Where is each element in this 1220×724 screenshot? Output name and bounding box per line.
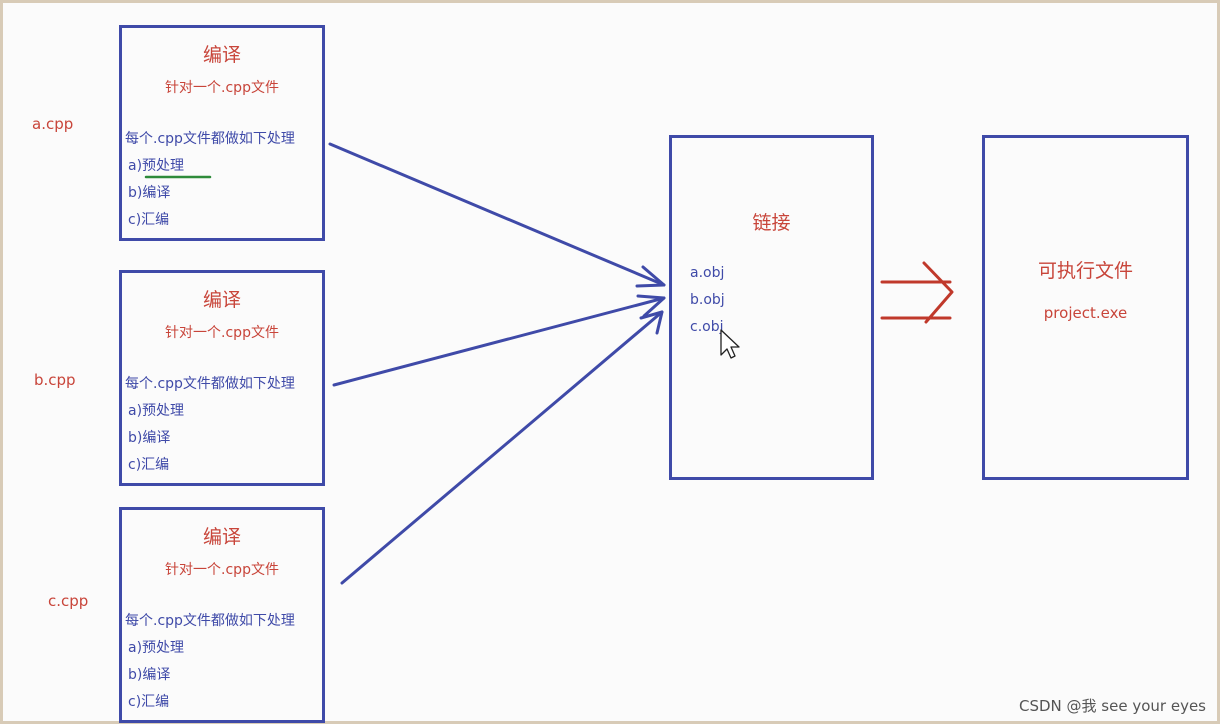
compile-box-subtitle: 针对一个.cpp文件 — [165, 325, 279, 341]
compile-box-b: 编译 针对一个.cpp文件 每个.cpp文件都做如下处理 a)预处理 b)编译 … — [119, 270, 325, 486]
compile-step-compile: b)编译 — [128, 667, 171, 683]
compile-box-subtitle: 针对一个.cpp文件 — [165, 562, 279, 578]
compile-step-assemble: c)汇编 — [128, 212, 170, 228]
compile-step-preprocess: a)预处理 — [128, 640, 185, 656]
compile-step-preprocess: a)预处理 — [128, 158, 185, 174]
compile-box-description: 每个.cpp文件都做如下处理 — [125, 376, 295, 392]
link-box: 链接 a.obj b.obj c.obj — [669, 135, 874, 480]
executable-box: 可执行文件 project.exe — [982, 135, 1189, 480]
object-file-a: a.obj — [690, 265, 725, 281]
object-file-b: b.obj — [690, 292, 725, 308]
compile-box-description: 每个.cpp文件都做如下处理 — [125, 131, 295, 147]
compile-box-a: 编译 针对一个.cpp文件 每个.cpp文件都做如下处理 a)预处理 b)编译 … — [119, 25, 325, 241]
compile-step-preprocess: a)预处理 — [128, 403, 185, 419]
executable-box-title: 可执行文件 — [1037, 260, 1133, 282]
compile-box-c: 编译 针对一个.cpp文件 每个.cpp文件都做如下处理 a)预处理 b)编译 … — [119, 507, 325, 723]
compile-box-description: 每个.cpp文件都做如下处理 — [125, 613, 295, 629]
link-box-title: 链接 — [752, 212, 791, 234]
compile-box-title: 编译 — [202, 289, 241, 311]
source-file-label-c: c.cpp — [48, 592, 89, 610]
compile-box-title: 编译 — [202, 44, 241, 66]
compile-step-compile: b)编译 — [128, 185, 171, 201]
compile-box-subtitle: 针对一个.cpp文件 — [165, 80, 279, 96]
executable-file-name: project.exe — [1043, 304, 1128, 322]
compile-box-title: 编译 — [202, 526, 241, 548]
compile-step-compile: b)编译 — [128, 430, 171, 446]
compile-step-assemble: c)汇编 — [128, 457, 170, 473]
watermark: CSDN @我 see your eyes — [1019, 697, 1206, 715]
compile-step-assemble: c)汇编 — [128, 694, 170, 710]
source-file-label-a: a.cpp — [32, 115, 74, 133]
source-file-label-b: b.cpp — [34, 371, 76, 389]
object-file-c: c.obj — [690, 319, 724, 335]
